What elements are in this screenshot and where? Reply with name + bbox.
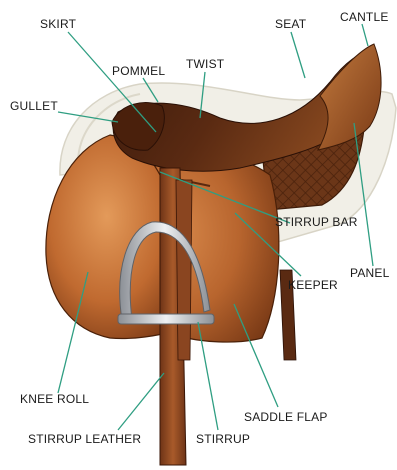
label-seat: SEAT — [275, 17, 306, 31]
label-keeper: KEEPER — [288, 278, 338, 292]
leader-cantle — [362, 24, 368, 46]
leader-seat — [291, 32, 305, 78]
stirrup-tread-shape — [118, 314, 214, 324]
label-twist: TWIST — [186, 57, 224, 71]
label-panel: PANEL — [350, 266, 389, 280]
label-stirrup: STIRRUP — [196, 432, 250, 446]
label-knee-roll: KNEE ROLL — [20, 392, 89, 406]
label-cantle: CANTLE — [340, 10, 389, 24]
label-stirrup-bar: STIRRUP BAR — [275, 215, 358, 229]
label-stirrup-leather: STIRRUP LEATHER — [28, 432, 141, 446]
leader-stirrup-leather — [118, 373, 164, 430]
label-skirt: SKIRT — [40, 17, 76, 31]
label-pommel: POMMEL — [112, 64, 165, 78]
label-gullet: GULLET — [10, 99, 58, 113]
label-saddle-flap: SADDLE FLAP — [244, 410, 328, 424]
